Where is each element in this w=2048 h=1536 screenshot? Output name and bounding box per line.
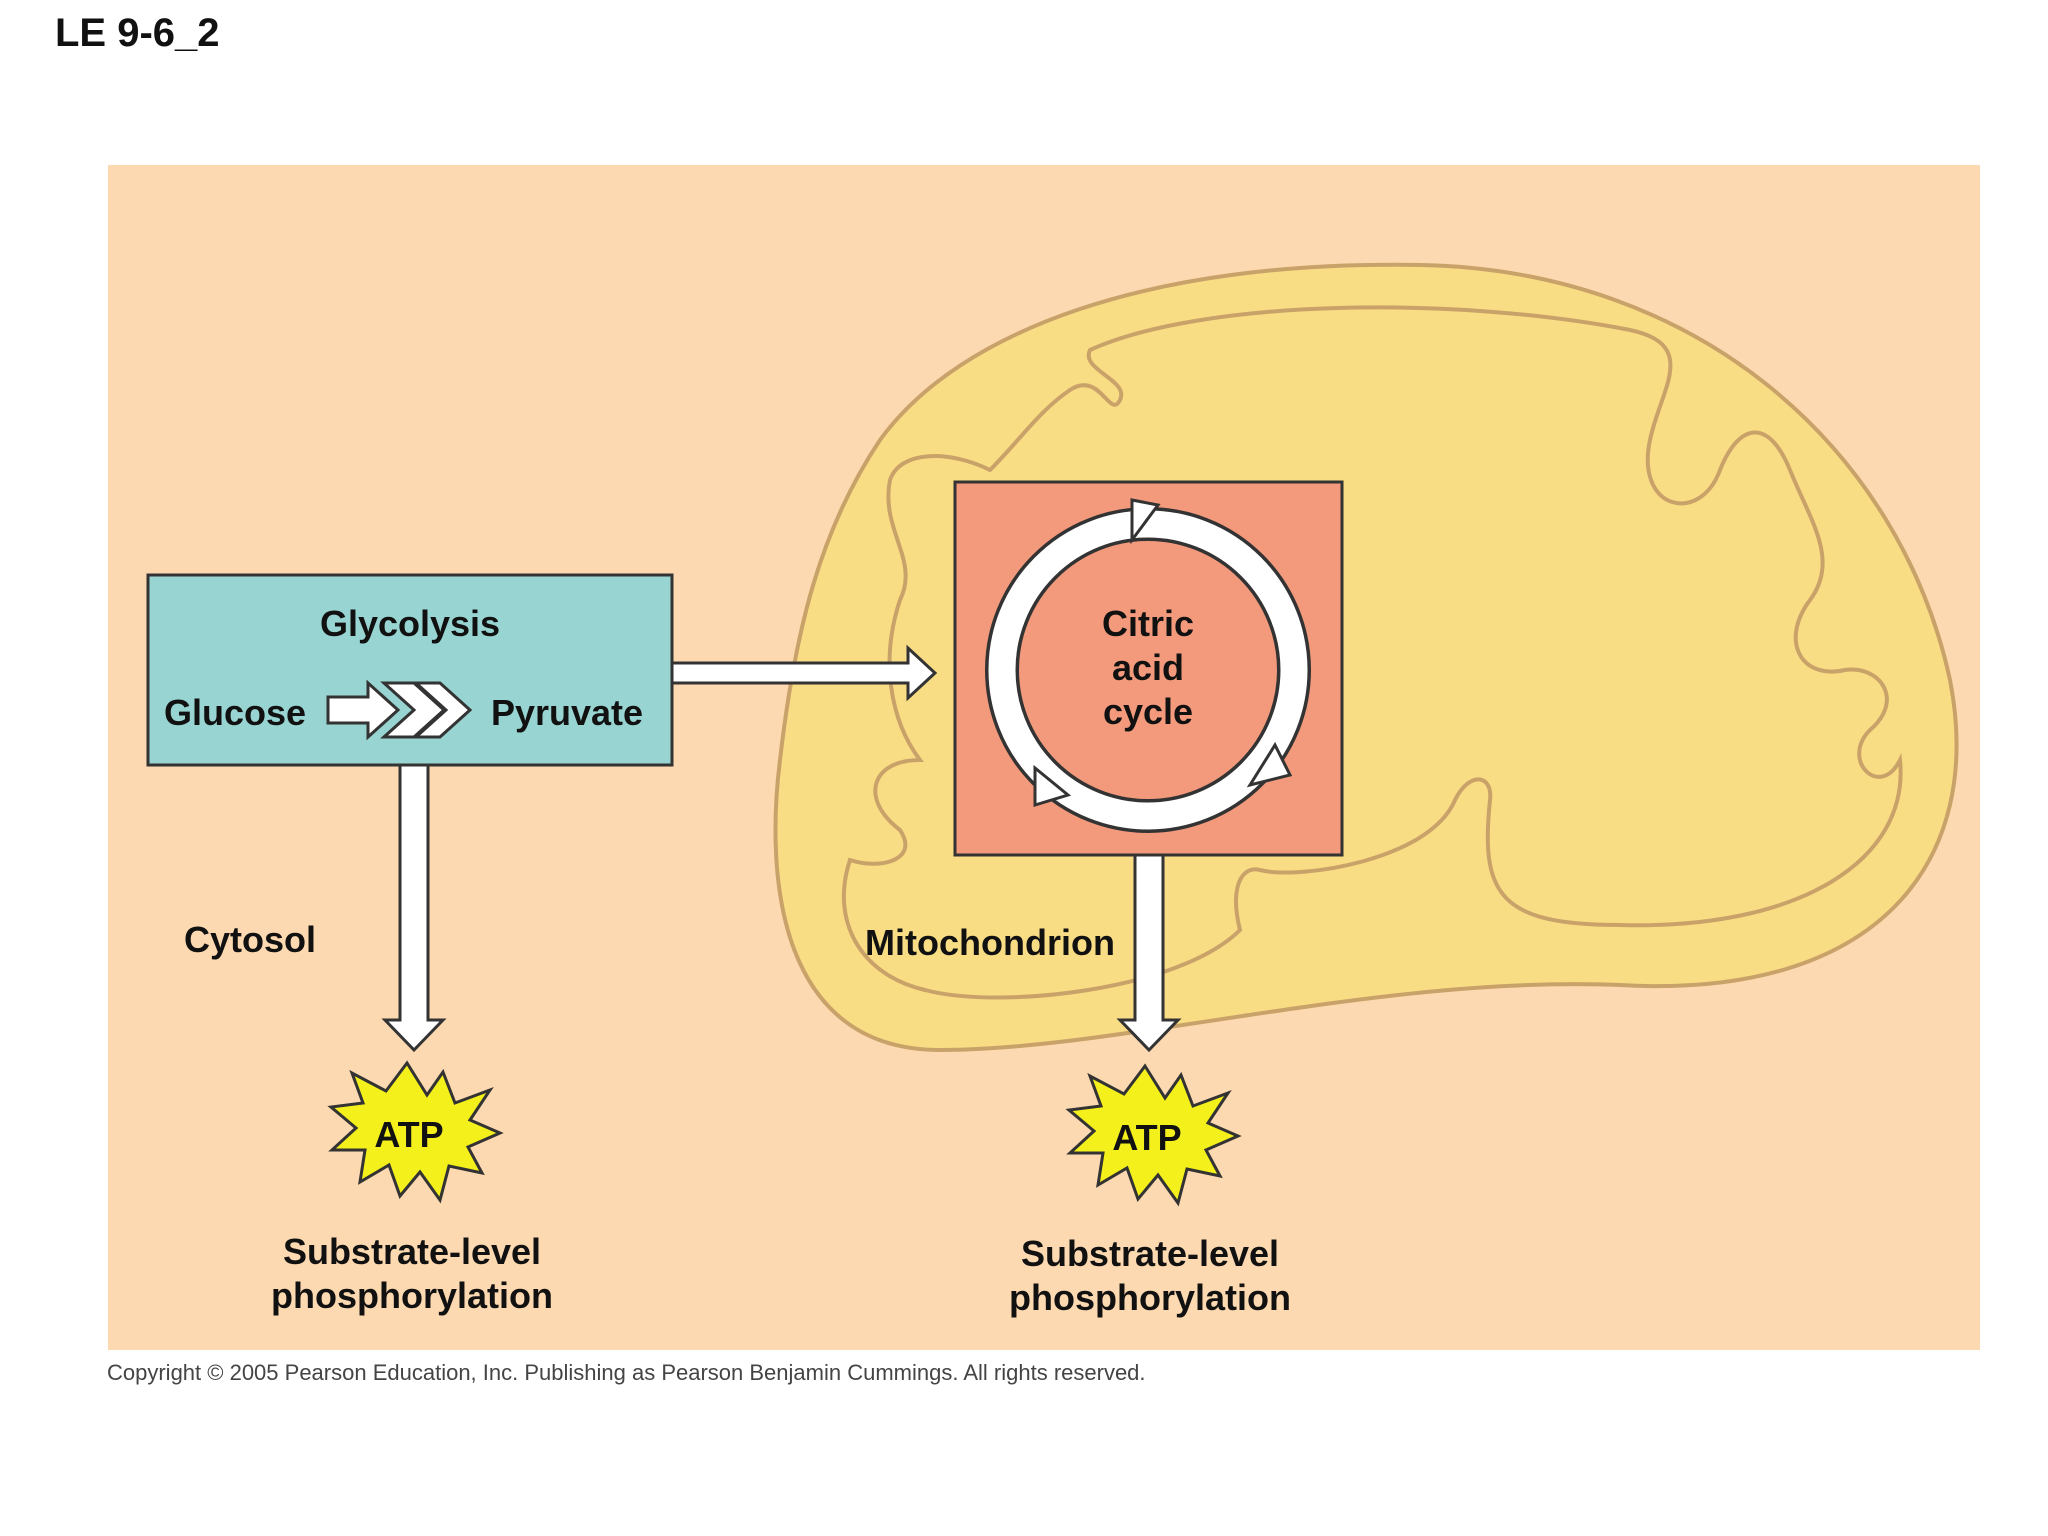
citric-label-line1: Citric (1102, 603, 1194, 644)
atp-burst-right (1065, 1063, 1242, 1207)
atp-right-label: ATP (1112, 1117, 1181, 1158)
atp-left-label: ATP (374, 1114, 443, 1155)
glycolysis-steps-arrow (326, 679, 473, 741)
slide-label: LE 9-6_2 (55, 11, 220, 55)
cycle-arrowhead-right (1246, 741, 1293, 788)
glucose-label: Glucose (164, 692, 306, 733)
cytosol-label: Cytosol (184, 919, 316, 960)
left-caption-line2: phosphorylation (271, 1275, 553, 1316)
mitochondrion-label: Mitochondrion (865, 922, 1115, 963)
cycle-arrowhead-top (1130, 498, 1161, 545)
citric-label-line2: acid (1112, 647, 1184, 688)
atp-burst-left (327, 1060, 504, 1204)
left-caption-line1: Substrate-level (283, 1231, 541, 1272)
cycle-ring-inner (988, 510, 1308, 830)
glycolysis-to-atp-arrow (381, 763, 447, 1053)
right-caption-line1: Substrate-level (1021, 1233, 1279, 1274)
glycolysis-title: Glycolysis (320, 603, 500, 644)
right-caption-line2: phosphorylation (1009, 1277, 1291, 1318)
cycle-to-atp-arrow (1116, 853, 1182, 1053)
mitochondrion-inner-membrane (841, 305, 1903, 1000)
copyright-notice: Copyright © 2005 Pearson Education, Inc.… (107, 1360, 1146, 1385)
pyruvate-label: Pyruvate (491, 692, 643, 733)
cycle-arrowhead-left (1033, 764, 1072, 808)
citric-label-line3: cycle (1103, 691, 1193, 732)
pyruvate-to-mitochondrion-arrow (670, 644, 938, 702)
